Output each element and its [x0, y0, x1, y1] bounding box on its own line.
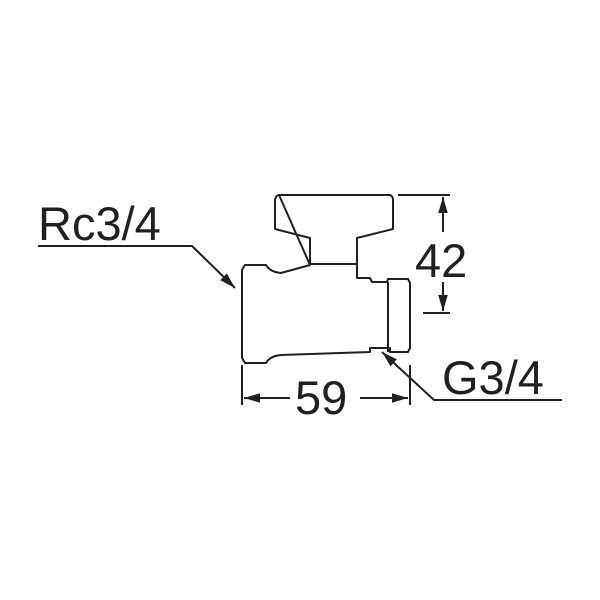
valve-handle [274, 194, 394, 266]
outlet-thread-label: G3/4 [442, 351, 544, 404]
valve-body [241, 264, 411, 364]
outlet-leader [381, 351, 562, 401]
inlet-thread-label: Rc3/4 [38, 197, 161, 250]
length-dimension: 59 [295, 371, 347, 424]
inlet-leader [38, 245, 236, 289]
height-dimension: 42 [415, 234, 467, 287]
